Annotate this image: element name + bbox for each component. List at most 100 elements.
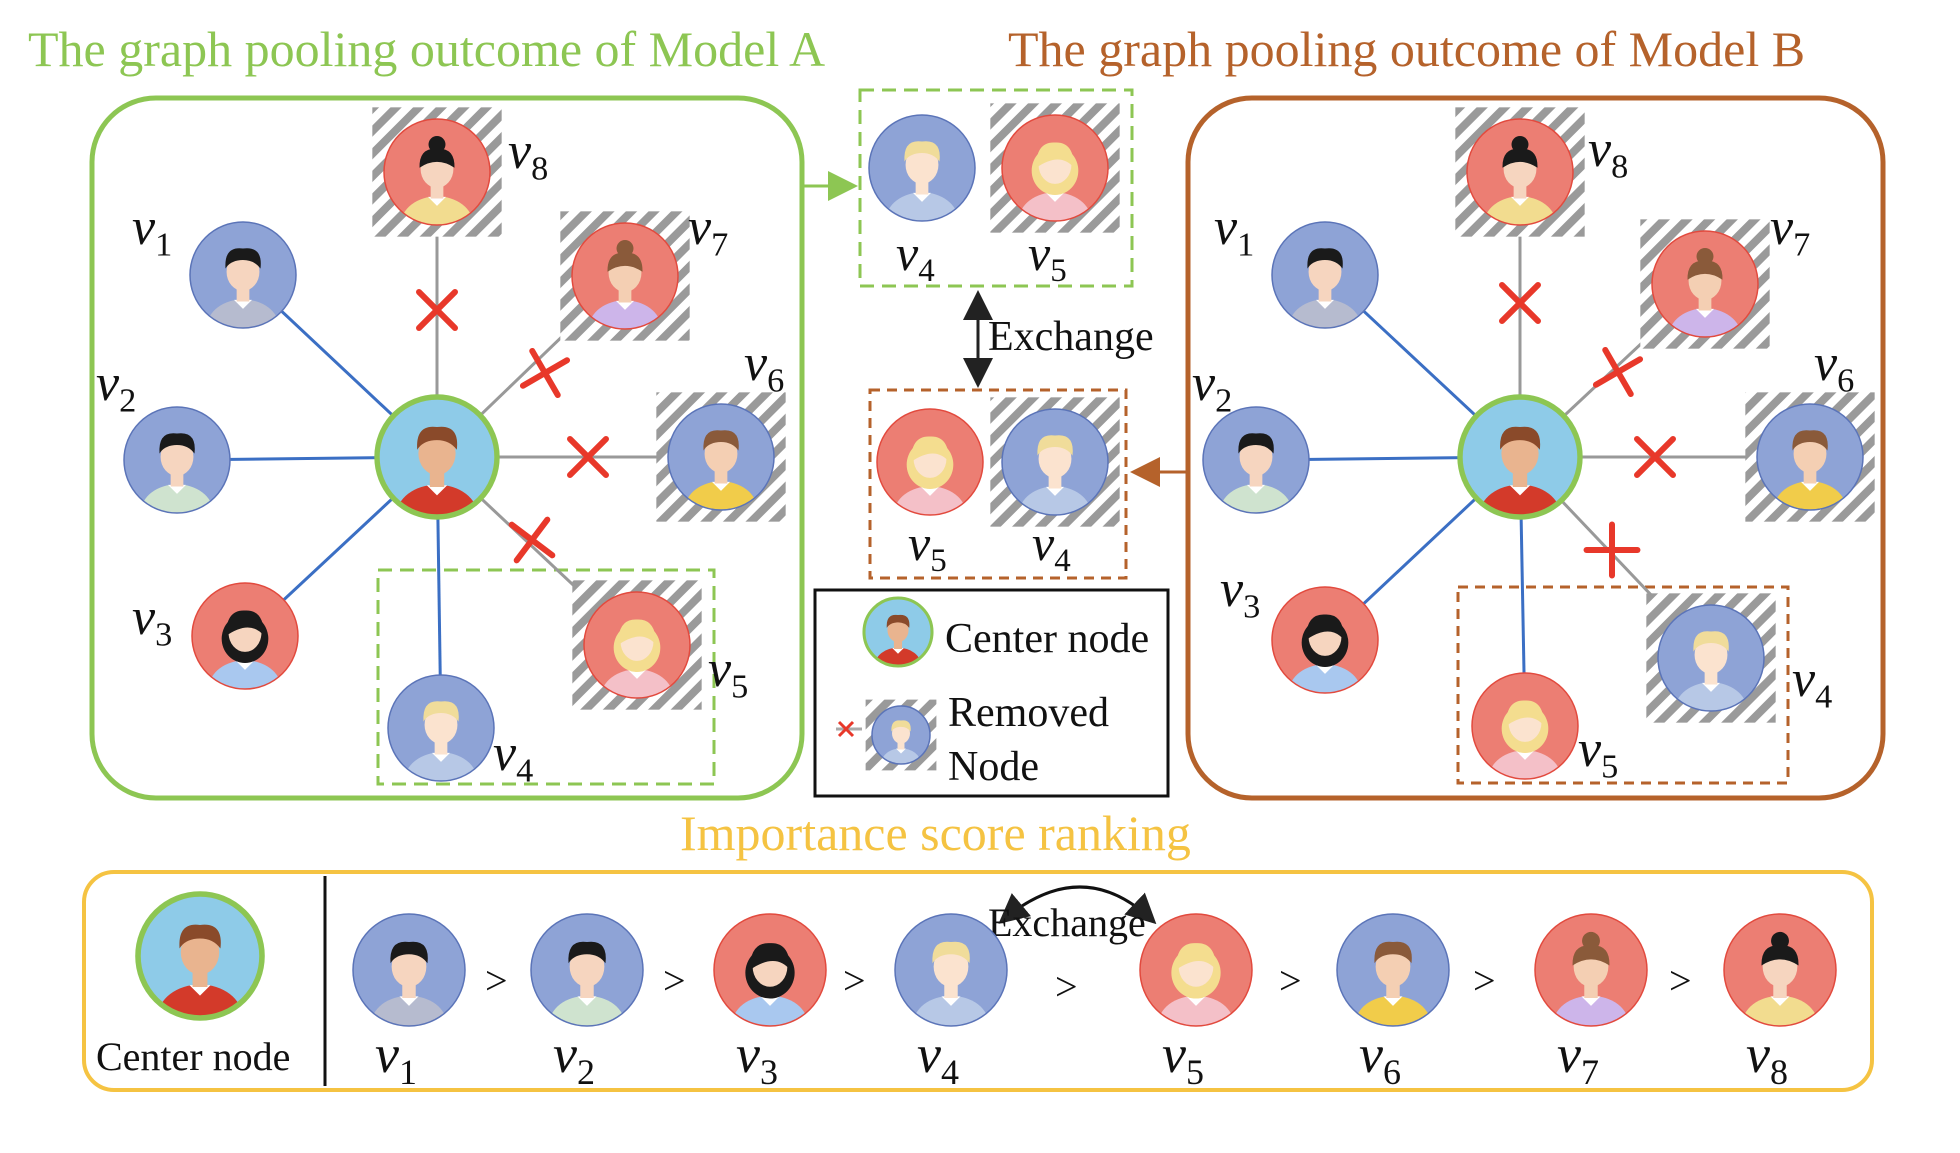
ranking-node-v3-icon	[713, 913, 827, 1027]
model-a-node-v8-icon	[372, 107, 502, 237]
ranking-label-v6: v6	[1359, 1024, 1401, 1092]
exchange-a-v5-icon	[990, 103, 1120, 233]
node-label-v6: v6	[744, 335, 784, 399]
ranking-separator: >	[663, 958, 686, 1003]
legend-removed-cross-icon	[836, 720, 862, 738]
model-a-node-v1-icon	[189, 221, 297, 329]
node-label-v4: v4	[1792, 651, 1832, 715]
cross-icon	[416, 289, 458, 331]
cross-icon	[1592, 346, 1644, 398]
ranking-label-v1: v1	[375, 1024, 417, 1092]
cross-icon	[1583, 521, 1641, 579]
node-label-v8: v8	[1588, 121, 1628, 185]
ranking-node-v7-icon	[1534, 913, 1648, 1027]
graph-nodes	[123, 103, 1875, 782]
node-label-v4: v4	[1032, 515, 1071, 579]
model-b-node-v7-icon	[1640, 219, 1770, 349]
model-b-node-v6-icon	[1745, 392, 1875, 522]
ranking-node-v2-icon	[530, 913, 644, 1027]
ranking-panel	[82, 870, 1874, 1092]
ranking-label-v5: v5	[1162, 1024, 1204, 1092]
legend-center-node-icon	[862, 596, 934, 668]
cross-icon	[1634, 436, 1676, 478]
node-label-v3: v3	[132, 589, 172, 653]
model-b-panel	[1185, 95, 1886, 801]
title-ranking: Importance score ranking	[680, 805, 1191, 861]
ranking-label-v7: v7	[1557, 1024, 1599, 1092]
model-a-node-v2-icon	[123, 406, 231, 514]
node-label-v8: v8	[508, 123, 548, 187]
ranking-label-v3: v3	[736, 1024, 778, 1092]
ranking-label-v8: v8	[1746, 1024, 1788, 1092]
model-b-node-v8-icon	[1455, 107, 1585, 237]
model-a-node-v3-icon	[191, 582, 299, 690]
center-node-rank-label: Center node	[96, 1034, 290, 1079]
ranking-node-v8-icon	[1723, 913, 1837, 1027]
title-model-b: The graph pooling outcome of Model B	[1008, 21, 1805, 77]
model-a-node-v7-icon	[560, 211, 690, 341]
model-b-node-v3-icon	[1271, 586, 1379, 694]
node-label-v4: v4	[493, 725, 533, 789]
legend-removed-line1: Removed	[948, 690, 1109, 736]
ranking-node-v6-icon	[1336, 913, 1450, 1027]
node-label-v4: v4	[896, 225, 935, 289]
exchange-label-mid: Exchange	[988, 314, 1154, 360]
node-label-v1: v1	[132, 199, 172, 263]
model-b-node-v5-icon	[1471, 672, 1579, 780]
exchange-box-a	[858, 88, 1134, 288]
ranking-node-v5-icon	[1139, 913, 1253, 1027]
ranking-separator: >	[485, 958, 508, 1003]
model-b-node-v2-icon	[1202, 406, 1310, 514]
ranking-separator: >	[1279, 958, 1302, 1003]
node-label-v5: v5	[708, 641, 748, 705]
model-a-selected-box	[376, 568, 716, 786]
model-a-node-v4-icon	[387, 674, 495, 782]
model-b-node-v4-icon	[1646, 593, 1776, 723]
exchange-box-b	[868, 388, 1128, 580]
ranking-separator: >	[843, 958, 866, 1003]
ranking-separator: >	[1669, 958, 1692, 1003]
ranking-row: v1 v2 v3 v4 v5 v6 v7 v8 > > > > > > >	[135, 891, 1837, 1092]
exchange-label-rank: Exchange	[988, 900, 1146, 945]
cross-icon	[519, 347, 571, 399]
title-model-a: The graph pooling outcome of Model A	[28, 21, 825, 77]
node-label-v2: v2	[1192, 355, 1232, 419]
exchange-b-v4-icon	[990, 397, 1120, 527]
node-label-v5: v5	[1578, 721, 1618, 785]
node-label-v3: v3	[1220, 561, 1260, 625]
cross-icon	[1499, 282, 1541, 324]
ranking-node-v4-icon	[894, 913, 1008, 1027]
node-label-v1: v1	[1214, 199, 1254, 263]
ranking-separator: >	[1055, 964, 1078, 1009]
node-labels: v1 v2 v3 v4 v5 v6 v7 v8 v1 v2 v3 v4 v5 v6 v7 v8 v4 v5 v5 v4	[96, 121, 1854, 789]
ranking-label-v2: v2	[553, 1024, 595, 1092]
node-label-v5: v5	[908, 515, 947, 579]
model-a-node-v6-icon	[656, 392, 786, 522]
ranking-center-node-icon	[135, 891, 265, 1021]
ranking-label-v4: v4	[917, 1024, 959, 1092]
legend-removed-node-icon	[865, 699, 937, 771]
node-label-v6: v6	[1814, 335, 1854, 399]
ranking-node-v1-icon	[352, 913, 466, 1027]
node-label-v7: v7	[688, 199, 728, 263]
model-b-node-v1-icon	[1271, 221, 1379, 329]
cross-icon	[567, 436, 609, 478]
exchange-a-v4-icon	[868, 114, 976, 222]
removed-edge-crosses	[416, 282, 1676, 738]
exchange-b-v5-icon	[876, 408, 984, 516]
model-a-panel	[89, 95, 805, 801]
legend-removed-line2: Node	[948, 744, 1039, 790]
model-b-center-node-icon	[1457, 394, 1583, 520]
node-label-v5: v5	[1028, 225, 1067, 289]
ranking-separator: >	[1473, 958, 1496, 1003]
node-label-v7: v7	[1770, 199, 1810, 263]
node-label-v2: v2	[96, 355, 136, 419]
model-a-center-node-icon	[374, 394, 500, 520]
legend-center-label: Center node	[945, 616, 1149, 662]
ranking-exchange-arc-icon	[998, 885, 1157, 925]
cross-icon	[508, 516, 556, 564]
model-b-selected-box	[1456, 585, 1790, 785]
model-a-node-v5-icon	[572, 580, 702, 710]
